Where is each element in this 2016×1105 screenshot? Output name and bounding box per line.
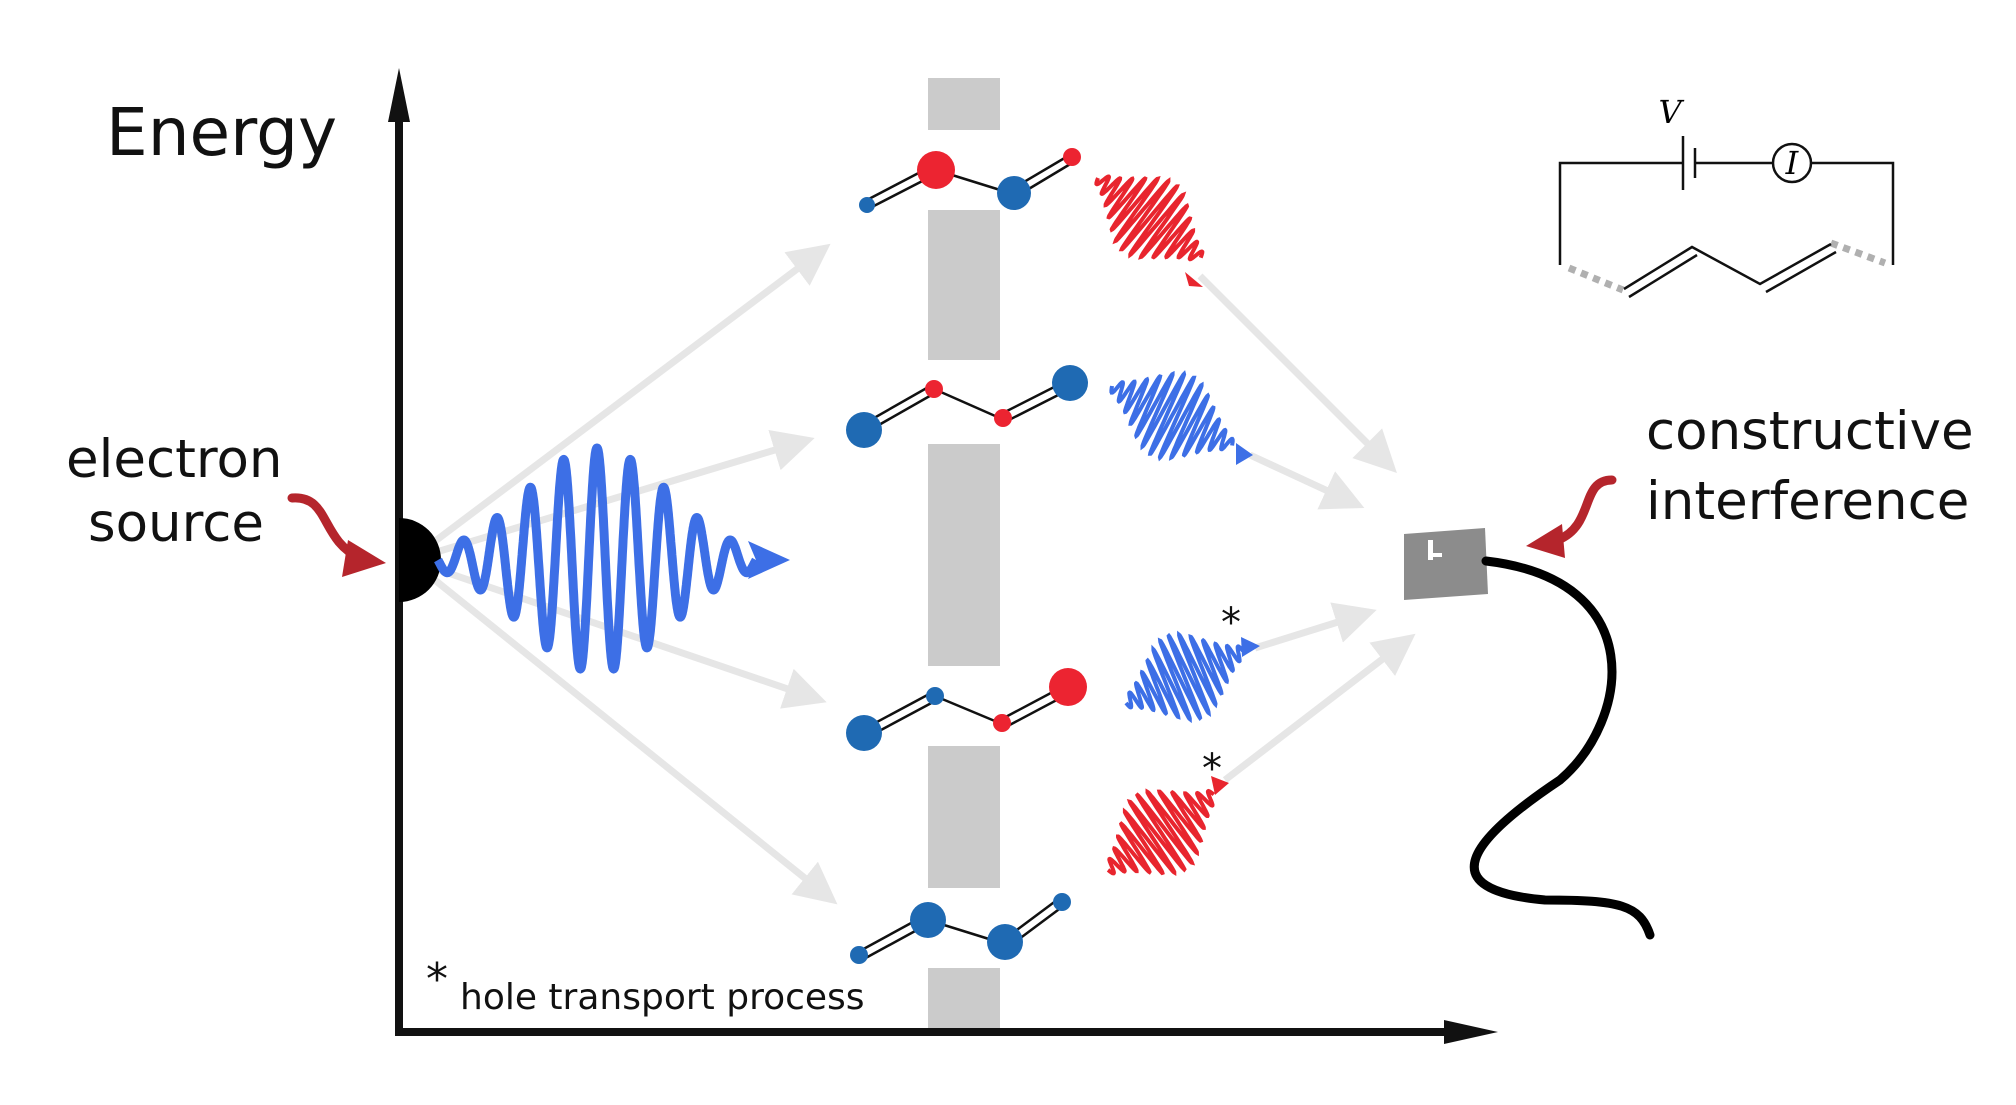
- source-label-line2: source: [88, 493, 265, 554]
- path-arrow-source-to-level4: [407, 557, 838, 905]
- transport-path-arrows: [407, 243, 1416, 905]
- molecule-level-4: [850, 893, 1071, 964]
- x-axis-arrowhead: [1444, 1020, 1498, 1044]
- detector-plug: [1404, 528, 1488, 600]
- molecule-level-1: [859, 148, 1081, 213]
- path-arrow-level3-to-detector: [1253, 602, 1377, 652]
- path-arrow-source-to-level1: [407, 243, 831, 563]
- wavepacket-red-lower: [1106, 776, 1229, 877]
- circuit-inset: [1558, 136, 1895, 299]
- path-arrow-level4-to-detector: [1222, 633, 1416, 783]
- y-axis-label: Energy: [106, 94, 338, 171]
- tunnel-barrier: [928, 78, 1000, 1030]
- source-label-line1: electron: [66, 429, 283, 490]
- wavepacket-blue-lower: [1124, 630, 1260, 724]
- detector-label-line1: constructive: [1646, 401, 1974, 462]
- detector-cable: [1469, 556, 1655, 940]
- detector-label-line2: interference: [1646, 471, 1970, 532]
- circuit-current-symbol: I: [1785, 144, 1800, 182]
- path-arrow-source-to-level2: [408, 429, 815, 564]
- electron-wavepacket: [433, 443, 761, 674]
- footnote-text: hole transport process: [460, 977, 865, 1018]
- molecule-level-3: [846, 668, 1087, 751]
- path-arrow-level2-to-detector: [1248, 451, 1365, 510]
- wavepacket-blue-upper: [1109, 370, 1253, 465]
- source-pointer-arrow: [287, 493, 386, 577]
- detector-pointer-arrow: [1526, 475, 1617, 558]
- footnote-star: *: [426, 954, 448, 1005]
- molecule-level-2: [846, 365, 1088, 448]
- path-arrow-level1-to-detector: [1197, 273, 1397, 473]
- hole-transport-asterisk-2: *: [1202, 746, 1222, 792]
- electron-source-emitter: [399, 518, 441, 602]
- hole-transport-asterisk-1: *: [1221, 600, 1241, 646]
- electron-wavepacket-arrowhead: [748, 541, 790, 579]
- y-axis-arrowhead: [388, 68, 410, 122]
- circuit-voltage-symbol: V: [1658, 93, 1684, 131]
- wavepacket-red-top: [1094, 174, 1205, 287]
